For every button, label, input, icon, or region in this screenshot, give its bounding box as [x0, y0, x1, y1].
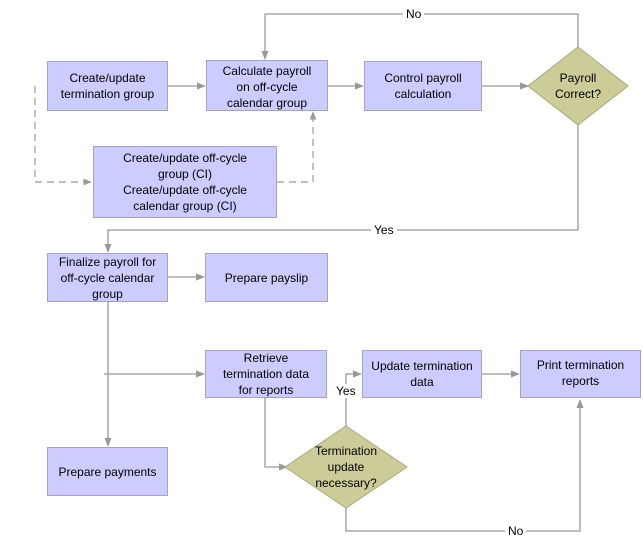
no-label-bottom: No	[505, 524, 527, 538]
decision-payroll-correct	[527, 46, 629, 126]
create-termination-group-box: Create/update termination group	[47, 61, 168, 111]
update-termination-data-box: Update termination data	[362, 350, 482, 398]
edge-retrieve-to-decision	[264, 398, 288, 471]
retrieve-termination-data-box: Retrieve termination data for reports	[205, 350, 327, 398]
control-payroll-box: Control payroll calculation	[364, 61, 482, 111]
prepare-payslip-box: Prepare payslip	[205, 253, 328, 302]
yes-label-decision: Yes	[333, 384, 359, 398]
termination-update-text: Termination update necessary?	[314, 444, 378, 490]
decision-termination-update	[284, 425, 408, 509]
edge-decision-no	[345, 399, 584, 532]
edge-dashed-from-offcycle	[277, 111, 317, 183]
create-offcycle-group-box: Create/update off-cycle group (CI) Creat…	[93, 146, 277, 218]
prepare-payments-box: Prepare payments	[47, 447, 168, 496]
edge-dashed-to-offcycle	[34, 86, 92, 186]
yes-label-mid: Yes	[371, 223, 397, 237]
print-termination-reports-box: Print termination reports	[520, 350, 641, 398]
edge-yes-to-finalize	[104, 125, 579, 253]
calculate-payroll-box: Calculate payroll on off-cycle calendar …	[206, 60, 328, 111]
edge-decision-yes	[345, 370, 362, 426]
no-label-top: No	[403, 7, 425, 21]
finalize-payroll-box: Finalize payroll for off-cycle calendar …	[47, 253, 168, 302]
payroll-correct-text: Payroll Correct?	[554, 71, 601, 101]
